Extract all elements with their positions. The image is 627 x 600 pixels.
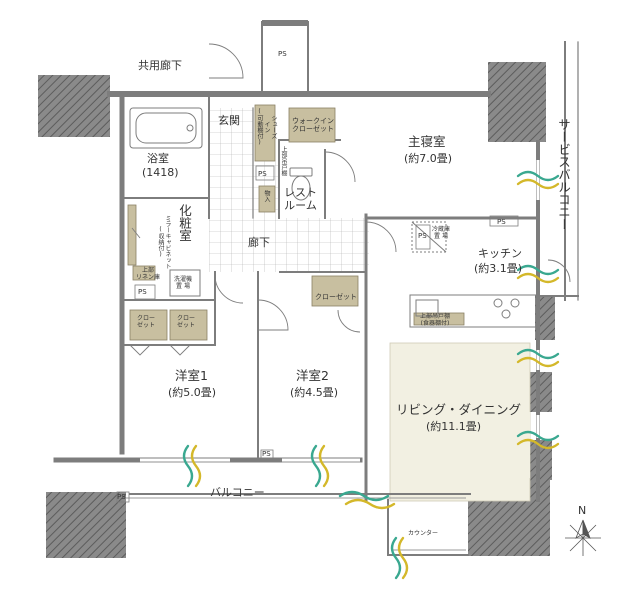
master-bedroom-size: (約7.0畳): [404, 152, 453, 165]
mirror-cabinet-label: ミラーキャビネット (収納付): [157, 215, 171, 269]
balcony-label: バルコニー: [210, 486, 265, 499]
bathtub: [129, 107, 203, 149]
structural-columns: [38, 20, 555, 558]
corridor-label: 共用廊下: [138, 59, 182, 72]
western2-name: 洋室2: [296, 368, 329, 383]
walkin-closet-label: ウォークイン クローゼット: [292, 117, 334, 133]
closet-a-label: クロー ゼット: [137, 315, 156, 329]
closet-b-label: クロー ゼット: [177, 315, 196, 329]
western1-size: (約5.0畳): [168, 386, 217, 399]
washer-box: [169, 269, 201, 297]
kitchen-name: キッチン: [478, 247, 522, 260]
storage-in-label: 物入: [263, 190, 270, 202]
hanger-cabinet-label: 上部吊戸棚: [280, 146, 287, 176]
ps-label-entrance: PS: [258, 170, 267, 178]
restroom-label: レスト ルーム: [284, 186, 317, 212]
storage-blocks: [127, 104, 465, 341]
washer-label: 洗濯機 置 場: [174, 276, 193, 290]
balcony-rail: [126, 497, 466, 551]
vanity-label: 化粧室: [177, 204, 192, 242]
kitchen-size: (約3.1畳): [474, 262, 523, 275]
kitchen-upper-label: 上部吊戸棚 (食器棚付): [420, 313, 451, 327]
shoes-in-label: シューズ イン (可動棚付): [256, 108, 277, 146]
entrance-label: 玄関: [218, 114, 240, 127]
ps-label-balcony-left: PS: [117, 493, 126, 501]
western2-size: (約4.5畳): [290, 386, 339, 399]
ps-label-top: PS: [278, 50, 287, 58]
western1-name: 洋室1: [175, 368, 208, 383]
ps-label-kitchen-top: PS: [497, 218, 506, 226]
living-name: リビング・ダイニング: [396, 402, 522, 417]
ps-label-kitchen: PS: [418, 232, 427, 240]
bath-name: 浴室: [147, 152, 169, 165]
bath-size: (1418): [142, 166, 179, 179]
master-bedroom-name: 主寝室: [408, 134, 446, 149]
doors: [129, 43, 571, 356]
compass-rose: [565, 519, 601, 556]
counter-label: カウンター: [408, 530, 439, 537]
fridge-label: 冷蔵庫 置 場: [432, 226, 451, 240]
living-size: (約11.1畳): [426, 420, 482, 433]
closet-west2-label: クローゼット: [315, 293, 357, 301]
hallway-label: 廊下: [248, 236, 270, 249]
kitchen-counter: [409, 221, 537, 328]
ventilation-arrows: [182, 170, 560, 580]
ps-label-vanity: PS: [138, 288, 147, 296]
tiled-floor: [209, 108, 369, 272]
ps-label-balcony: PS: [262, 450, 271, 458]
linen-label: 上部 リネン庫: [136, 267, 161, 281]
service-balcony-label: サービスバルコニー: [556, 118, 571, 231]
north-label: N: [578, 504, 587, 517]
toilet: [289, 167, 313, 201]
